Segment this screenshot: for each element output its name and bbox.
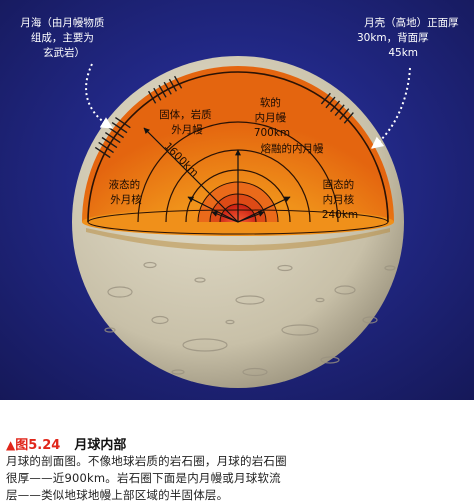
crust-label: 月壳（高地）正面厚 30km，背面厚 45km: [357, 16, 462, 59]
lithosphere-label: 固体，岩质 外月幔: [159, 108, 215, 136]
triangle-icon: ▲: [6, 438, 16, 452]
liquid-core-label: 液态的 外月核: [109, 178, 144, 206]
mare-label: 月海（由月幔物质 组成，主要为 玄武岩）: [20, 16, 107, 59]
outer-labels: 月海（由月幔物质 组成，主要为 玄武岩） 月壳（高地）正面厚 30km，背面厚 …: [20, 16, 462, 59]
caption-line: 层——类似地球地幔上部区域的半固体层。: [6, 488, 229, 502]
caption-area: [0, 400, 474, 504]
cut-face: [82, 66, 394, 222]
solid-core-label: 固态的 内月核 240km: [322, 178, 358, 221]
crust-hatching: [94, 75, 354, 159]
caption-line: 月球的剖面图。不像地球岩质的岩石圈，月球的岩石圈: [6, 454, 287, 468]
callout-arrows: [85, 63, 411, 149]
lower-cut-shadow: [86, 228, 390, 251]
moon-cutaway-diagram: 固体，岩质 外月幔 软的 内月幔 700km 熔融的内月幔 1600km 液态的…: [0, 0, 474, 400]
caption-line: 很厚——近900km。岩石圈下面是内月幔或月球软流: [6, 471, 281, 485]
figure-title: 月球内部: [74, 438, 127, 453]
molten-mantle-label: 熔融的内月幔: [261, 142, 324, 155]
soft-mantle-label: 软的 内月幔 700km: [254, 96, 290, 139]
radius-arrows: [143, 127, 291, 223]
figure-caption-title: ▲图5.24 月球内部: [6, 434, 126, 453]
figure-number: 图5.24: [15, 438, 61, 453]
